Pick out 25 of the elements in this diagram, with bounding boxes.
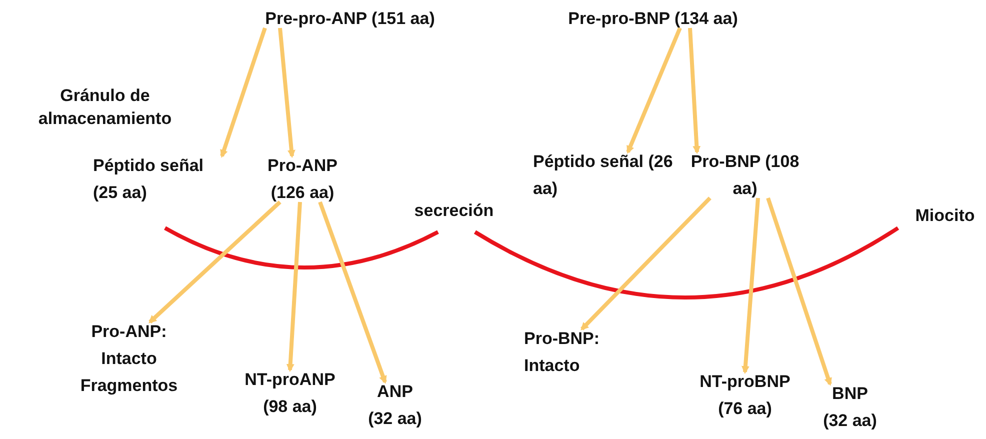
region-label: Miocito [914, 205, 976, 227]
arrow [626, 27, 682, 154]
peptide-label: Pro-BNP (108 aa) [690, 148, 800, 202]
arrow [278, 28, 296, 158]
peptide-label: Pro-ANP: Intacto Fragmentos [70, 318, 188, 400]
region-label: Gránulo de almacenamiento [37, 85, 173, 130]
arrow [286, 202, 302, 372]
peptide-label: ANP (32 aa) [365, 378, 425, 432]
peptide-label: NT-proBNP (76 aa) [695, 368, 795, 422]
peptide-label: Péptido señal (25 aa) [93, 152, 231, 206]
region-label: secreción [413, 200, 495, 222]
peptide-label: Pro-ANP (126 aa) [250, 152, 355, 206]
peptide-label: Pre-pro-ANP (151 aa) [245, 5, 455, 32]
arrow [318, 201, 387, 384]
arrow [741, 198, 760, 374]
arrow [688, 28, 701, 154]
arrow [580, 196, 712, 330]
peptide-label: Pro-BNP: Intacto [524, 325, 624, 380]
peptide-label: Pre-pro-BNP (134 aa) [548, 5, 758, 32]
arrow [766, 197, 832, 386]
arrow [220, 27, 267, 158]
peptide-label: BNP (32 aa) [820, 380, 880, 434]
peptide-label: NT-proANP (98 aa) [240, 366, 340, 420]
arrow [148, 200, 282, 324]
peptide-label: Péptido señal (26 aa) [533, 148, 673, 202]
